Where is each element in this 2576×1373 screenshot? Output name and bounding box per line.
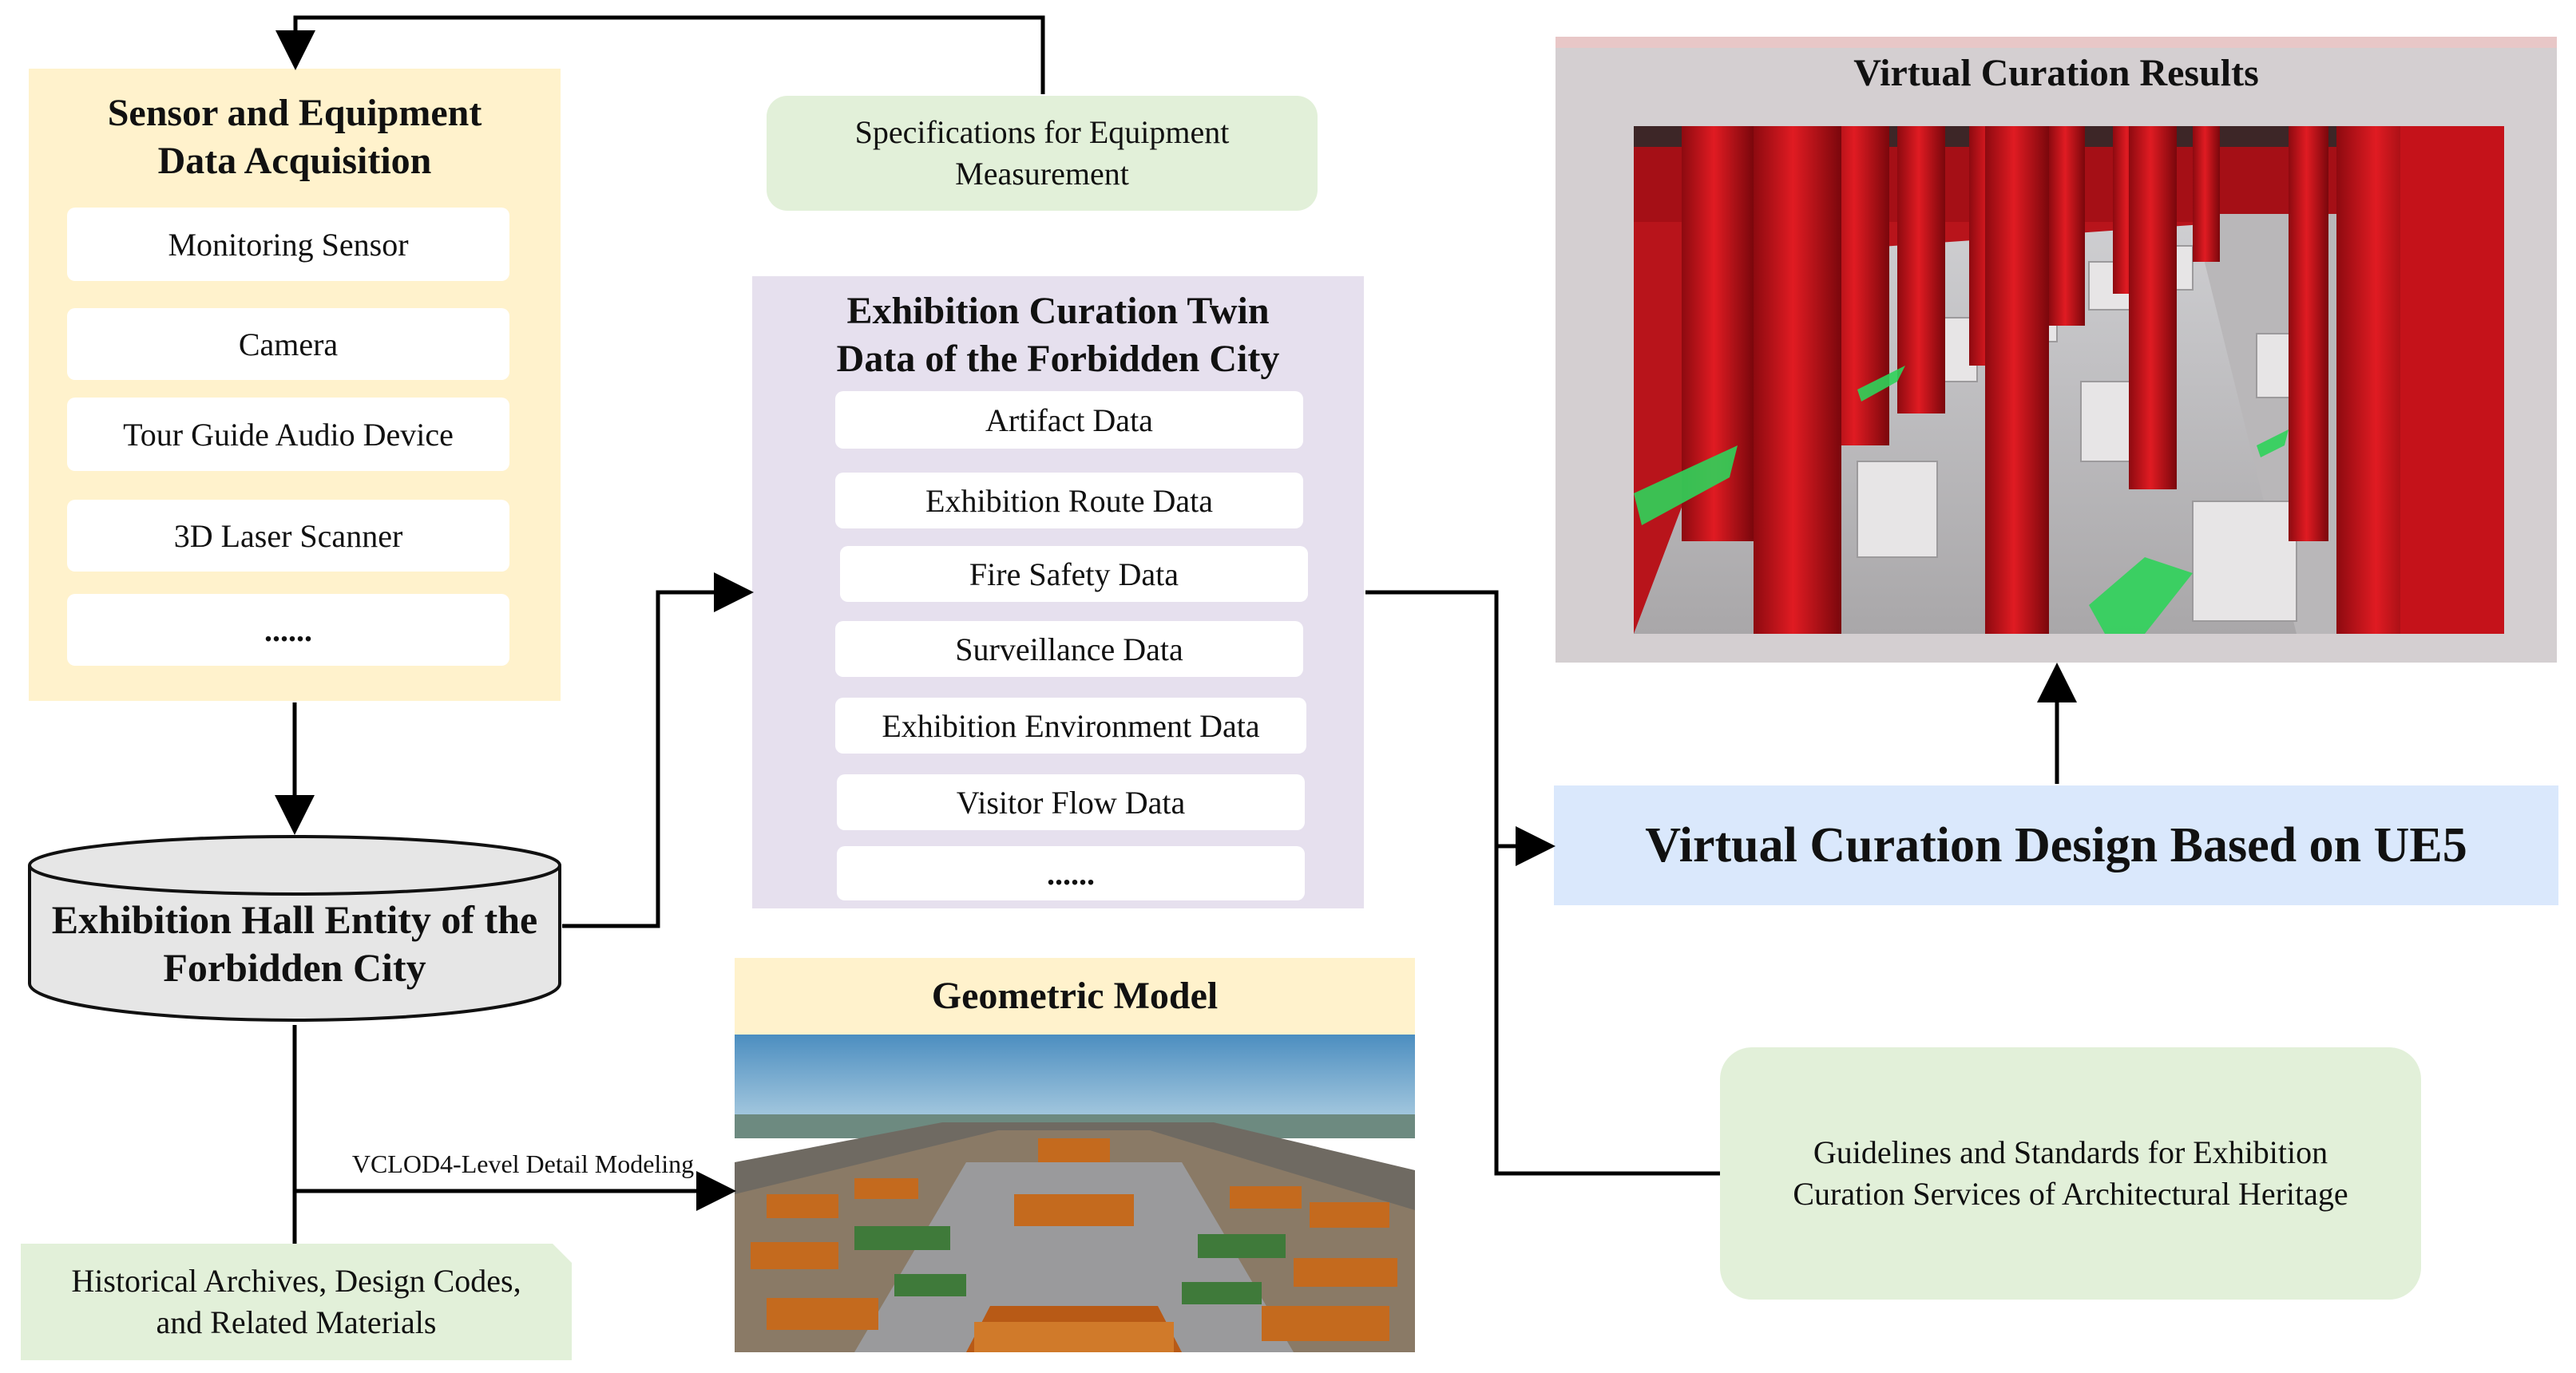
- entity-cylinder-label: Exhibition Hall Entity of the Forbidden …: [27, 896, 562, 991]
- twin-item-environment: Exhibition Environment Data: [835, 698, 1306, 754]
- twin-item-more: ......: [837, 846, 1305, 900]
- twin-item-artifact: Artifact Data: [835, 391, 1303, 449]
- geometric-model-title: Geometric Model: [735, 958, 1415, 1035]
- sensor-panel-title-line2: Data Acquisition: [157, 140, 432, 182]
- spec-note: Specifications for Equipment Measurement: [767, 96, 1318, 211]
- twin-panel-title-line2: Data of the Forbidden City: [836, 338, 1280, 380]
- entity-cylinder-shape: [28, 835, 561, 1022]
- archives-note: Historical Archives, Design Codes, and R…: [21, 1244, 572, 1360]
- twin-to-ue5-connector: [1365, 590, 1556, 866]
- ue5-design-box: Virtual Curation Design Based on UE5: [1554, 785, 2558, 905]
- entity-cylinder-line1: Exhibition Hall Entity of the: [51, 897, 538, 942]
- archives-note-shape: [21, 1244, 572, 1360]
- entity-to-twin-connector: [562, 572, 754, 928]
- guidelines-connector: [1494, 846, 1720, 1176]
- twin-item-surveillance: Surveillance Data: [835, 621, 1303, 677]
- spec-note-line2: Measurement: [955, 156, 1129, 192]
- modeling-edge-label: VCLOD4-Level Detail Modeling: [351, 1149, 695, 1178]
- spec-note-line1: Specifications for Equipment: [854, 114, 1230, 150]
- sensor-item-more: ......: [67, 594, 509, 666]
- archives-note-line1: Historical Archives, Design Codes,: [71, 1263, 521, 1299]
- guidelines-note-line2: Curation Services of Architectural Herit…: [1793, 1176, 2348, 1212]
- archives-note-line2: and Related Materials: [156, 1304, 437, 1340]
- twin-panel-title: Exhibition Curation Twin Data of the For…: [752, 287, 1364, 383]
- twin-panel-title-line1: Exhibition Curation Twin: [846, 290, 1270, 332]
- twin-item-route: Exhibition Route Data: [835, 473, 1303, 528]
- results-panel-title: Virtual Curation Results: [1853, 52, 2259, 94]
- ue5-render-image: [1634, 126, 2504, 634]
- spec-to-sensor-connector: [275, 15, 1045, 94]
- twin-item-visitor-flow: Visitor Flow Data: [837, 774, 1305, 830]
- guidelines-note-line1: Guidelines and Standards for Exhibition: [1813, 1134, 2328, 1170]
- sensor-item-camera: Camera: [67, 308, 509, 380]
- twin-item-fire-safety: Fire Safety Data: [840, 546, 1308, 602]
- sensor-item-monitoring-sensor: Monitoring Sensor: [67, 208, 509, 281]
- entity-cylinder-line2: Forbidden City: [163, 945, 426, 990]
- sensor-item-audio-device: Tour Guide Audio Device: [67, 398, 509, 471]
- guidelines-note: Guidelines and Standards for Exhibition …: [1720, 1047, 2421, 1300]
- forbidden-city-model-image: [735, 1035, 1415, 1352]
- sensor-item-laser-scanner: 3D Laser Scanner: [67, 500, 509, 572]
- sensor-panel-title: Sensor and Equipment Data Acquisition: [29, 89, 561, 185]
- sensor-panel-title-line1: Sensor and Equipment: [107, 92, 482, 134]
